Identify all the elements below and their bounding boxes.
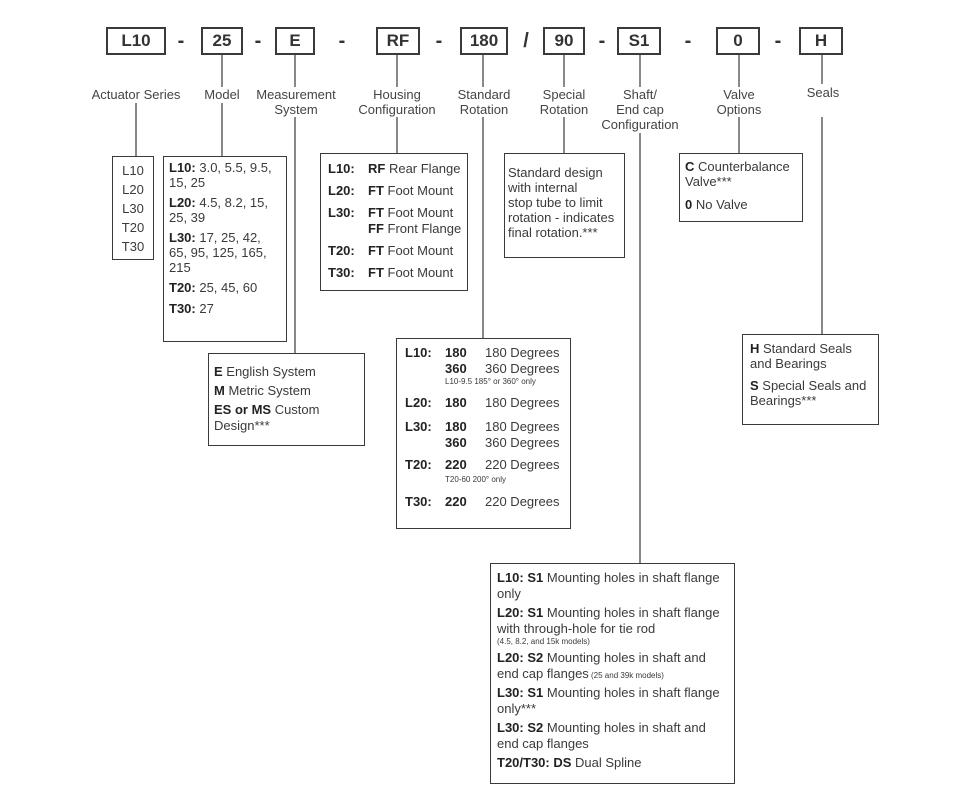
special-rotation-box: Standard design with internal stop tube …: [504, 153, 625, 258]
code-series: L10: [106, 27, 166, 55]
label-model: Model: [204, 87, 240, 102]
measurement-entry: ES or MS Custom: [214, 402, 320, 417]
shaft-entry-cont: with through-hole for tie rod: [497, 621, 656, 636]
special-rotation-text: Standard design: [508, 165, 603, 180]
model-entry-cont: 25, 39: [169, 210, 206, 225]
special-rotation-text: rotation - indicates: [508, 210, 615, 225]
shaft-entry-cont: end cap flanges: [497, 736, 589, 751]
model-entry: T20: 25, 45, 60: [169, 280, 258, 295]
housing-entry: T30:FT Foot Mount: [328, 265, 454, 280]
seals-entry: S Special Seals and: [750, 378, 867, 393]
valve-entry: 0 No Valve: [685, 197, 748, 212]
rotation-note: L10-9.5 185° or 360° only: [445, 377, 536, 386]
code-housing: RF: [376, 27, 420, 55]
code-valve: 0: [716, 27, 760, 55]
measurement-entry: M Metric System: [214, 383, 311, 398]
model-entry: L10: 3.0, 5.5, 9.5,: [169, 160, 272, 175]
model-entry-cont: 215: [169, 260, 191, 275]
shaft-entry: L10: S1 Mounting holes in shaft flange: [497, 570, 720, 585]
separator-dash: -: [774, 30, 782, 52]
housing-entry: L10:RF Rear Flange: [328, 161, 461, 176]
code-shaft: S1: [617, 27, 661, 55]
series-item: L20: [122, 182, 144, 197]
seals-entry-cont: Bearings***: [750, 393, 817, 408]
separator-dash: -: [435, 30, 443, 52]
shaft-entry: T20/T30: DS Dual Spline: [497, 755, 642, 770]
shaft-entry: L30: S2 Mounting holes in shaft and: [497, 720, 706, 735]
measurement-entry-cont: Design***: [214, 418, 270, 433]
special-rotation-text: final rotation.***: [508, 225, 598, 240]
separator-dash: -: [254, 30, 262, 52]
model-options-box: L10: 3.0, 5.5, 9.5, 15, 25 L20: 4.5, 8.2…: [163, 156, 287, 342]
shaft-note: (4.5, 8.2, and 15k models): [497, 637, 590, 646]
series-item: T20: [121, 220, 145, 235]
shaft-entry-cont: only***: [497, 701, 537, 716]
housing-entry: L30:FT Foot Mount: [328, 205, 454, 220]
shaft-entry: L20: S1 Mounting holes in shaft flange: [497, 605, 720, 620]
housing-entry-cont: FF Front Flange: [368, 221, 462, 236]
model-entry: L30: 17, 25, 42,: [169, 230, 261, 245]
separator-dash: -: [598, 30, 606, 52]
code-model: 25: [201, 27, 243, 55]
shaft-endcap-box: L10: S1 Mounting holes in shaft flange o…: [490, 563, 735, 784]
series-item: L30: [122, 201, 144, 216]
measurement-options-box: E English System M Metric System ES or M…: [208, 353, 365, 446]
separator-dash: -: [338, 30, 346, 52]
seals-entry: H Standard Seals: [750, 341, 852, 356]
housing-options-box: L10:RF Rear Flange L20:FT Foot Mount L30…: [320, 153, 468, 291]
separator-dash: -: [177, 30, 185, 52]
special-rotation-text: stop tube to limit: [508, 195, 603, 210]
valve-options-box: C Counterbalance Valve*** 0 No Valve: [679, 153, 803, 222]
special-rotation-text: with internal: [508, 180, 578, 195]
model-entry: T30: 27: [169, 301, 214, 316]
shaft-entry: L30: S1 Mounting holes in shaft flange: [497, 685, 720, 700]
measurement-entry: E English System: [214, 364, 316, 379]
shaft-entry: L20: S2 Mounting holes in shaft and: [497, 650, 706, 665]
separator-dash: -: [684, 30, 692, 52]
seals-options-box: H Standard Seals and Bearings S Special …: [742, 334, 879, 425]
label-seals: Seals: [806, 85, 840, 100]
code-special-rotation: 90: [543, 27, 585, 55]
code-rotation: 180: [460, 27, 508, 55]
code-seals: H: [799, 27, 843, 55]
series-options-box: L10 L20 L30 T20 T30: [112, 156, 154, 260]
rotation-note: T20-60 200° only: [445, 475, 507, 484]
shaft-entry-cont: end cap flanges (25 and 39k models): [497, 666, 664, 681]
model-entry-cont: 65, 95, 125, 165,: [169, 245, 267, 260]
housing-entry: T20:FT Foot Mount: [328, 243, 454, 258]
shaft-entry-cont: only: [497, 586, 521, 601]
label-actuator-series: Actuator Series: [91, 87, 181, 102]
valve-entry: C Counterbalance: [685, 159, 790, 174]
model-entry: L20: 4.5, 8.2, 15,: [169, 195, 269, 210]
series-item: T30: [121, 239, 145, 254]
housing-entry: L20:FT Foot Mount: [328, 183, 454, 198]
series-item: L10: [122, 163, 144, 178]
separator-slash: /: [523, 30, 529, 52]
model-entry-cont: 15, 25: [169, 175, 206, 190]
code-measurement: E: [275, 27, 315, 55]
valve-entry-cont: Valve***: [685, 174, 732, 189]
seals-entry-cont: and Bearings: [750, 356, 827, 371]
